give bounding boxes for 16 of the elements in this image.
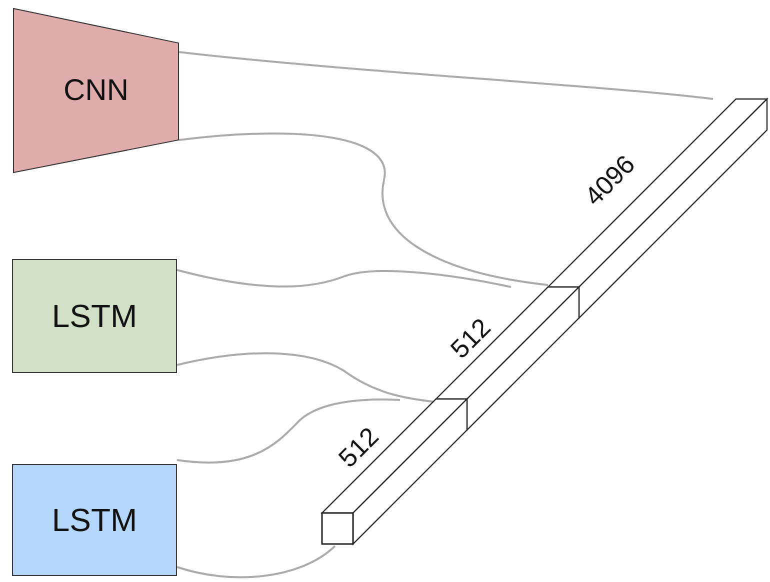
curved-connector bbox=[176, 545, 336, 578]
bar-segment bbox=[322, 399, 468, 546]
curved-connector bbox=[176, 269, 512, 288]
curved-connector bbox=[178, 51, 714, 100]
process-box bbox=[12, 259, 177, 373]
block-label: LSTM bbox=[52, 502, 138, 538]
bar-segment bbox=[548, 99, 768, 320]
dimension-label: 512 bbox=[444, 312, 496, 364]
bar-segment bbox=[436, 287, 580, 432]
block-label: LSTM bbox=[52, 298, 138, 334]
curved-connector bbox=[176, 398, 400, 464]
block-label: CNN bbox=[64, 74, 128, 108]
process-box bbox=[12, 464, 177, 576]
dimension-label: 512 bbox=[332, 420, 384, 474]
curved-connector bbox=[178, 132, 548, 286]
trapezoid-block bbox=[13, 8, 179, 173]
